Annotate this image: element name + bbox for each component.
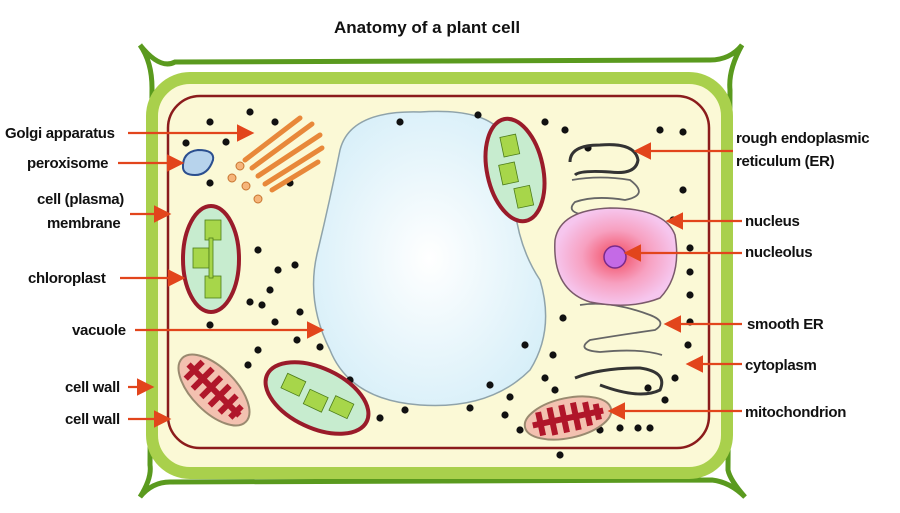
granule-dot — [296, 308, 304, 316]
granule-dot — [486, 381, 494, 389]
granule-dot — [246, 298, 254, 306]
label-peroxisome: peroxisome — [27, 155, 108, 172]
granule-dot — [254, 246, 262, 254]
granule-dot — [541, 374, 549, 382]
granule-dot — [206, 179, 214, 187]
granule-dot — [679, 186, 687, 194]
granule-dot — [244, 361, 252, 369]
granule-dot — [401, 406, 409, 414]
nucleolus — [603, 245, 627, 269]
label-membrane-line1: cell (plasma) — [37, 191, 124, 208]
granule-dot — [274, 266, 282, 274]
granule-dot — [271, 118, 279, 126]
granule-dot — [466, 404, 474, 412]
granule-dot — [258, 301, 266, 309]
label-chloroplast: chloroplast — [28, 270, 106, 287]
vacuole — [312, 110, 547, 407]
label-nucleus: nucleus — [745, 213, 800, 230]
label-smooth-er: smooth ER — [747, 316, 824, 333]
granule-dot — [686, 268, 694, 276]
granule-dot — [679, 128, 687, 136]
granule-dot — [266, 286, 274, 294]
chloroplast-top — [483, 116, 547, 224]
label-arrows — [118, 124, 742, 428]
granule-dot — [474, 111, 482, 119]
label-cell-wall-inner: cell wall — [65, 411, 120, 428]
granule-dot — [561, 126, 569, 134]
granule-dot — [516, 426, 524, 434]
granule-dot — [634, 424, 642, 432]
granule-dot — [506, 393, 514, 401]
golgi-apparatus — [227, 115, 325, 204]
chloroplast-bottom — [263, 360, 371, 436]
granule-dot — [293, 336, 301, 344]
granule-dot — [206, 321, 214, 329]
granule-dot — [616, 424, 624, 432]
label-cell-wall-outer: cell wall — [65, 379, 120, 396]
label-membrane-line2: membrane — [47, 215, 120, 232]
granule-dot — [661, 396, 669, 404]
granule-dot — [271, 318, 279, 326]
label-nucleolus: nucleolus — [745, 244, 812, 261]
granule-dot — [206, 118, 214, 126]
granule-dot — [551, 386, 559, 394]
label-mitochondrion: mitochondrion — [745, 404, 846, 421]
granule-dot — [396, 118, 404, 126]
granule-dot — [316, 343, 324, 351]
rough-er — [568, 143, 664, 396]
label-rough-er-line2: reticulum (ER) — [736, 153, 835, 170]
granule-dot — [686, 244, 694, 252]
granule-dot — [182, 139, 190, 147]
granule-dot — [541, 118, 549, 126]
granule-dot — [686, 291, 694, 299]
granule-dot — [291, 261, 299, 269]
diagram-title: Anatomy of a plant cell — [334, 18, 520, 37]
label-vacuole: vacuole — [72, 322, 126, 339]
granule-dot — [501, 411, 509, 419]
granule-dot — [222, 138, 230, 146]
chloroplast-left — [181, 204, 241, 314]
granule-dot — [646, 424, 654, 432]
granule-dot — [376, 414, 384, 422]
granule-dot — [684, 341, 692, 349]
granule-dot — [521, 341, 529, 349]
granule-dot — [671, 374, 679, 382]
granule-dot — [644, 384, 652, 392]
granule-dot — [254, 346, 262, 354]
granule-dot — [559, 314, 567, 322]
label-cytoplasm: cytoplasm — [745, 357, 817, 374]
label-golgi: Golgi apparatus — [5, 125, 115, 142]
granule-dot — [656, 126, 664, 134]
label-rough-er-line1: rough endoplasmic — [736, 130, 869, 147]
granule-dot — [246, 108, 254, 116]
granule-dot — [549, 351, 557, 359]
mitochondrion-left — [177, 353, 251, 427]
peroxisome — [181, 148, 215, 177]
granule-dot — [556, 451, 564, 459]
smooth-er — [570, 176, 663, 356]
